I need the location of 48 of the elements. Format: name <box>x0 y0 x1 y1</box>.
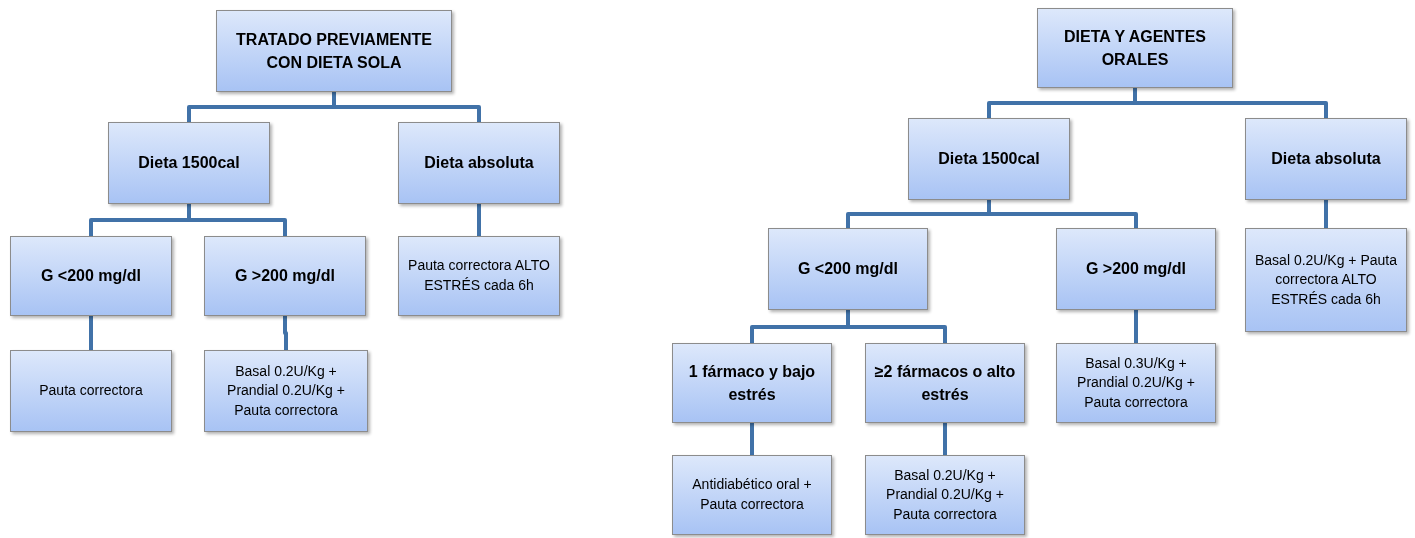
box-text: Dieta absoluta <box>424 153 534 174</box>
box-text: DIETA Y AGENTES ORALES <box>1063 26 1207 70</box>
box-text: G <200 mg/dl <box>797 259 898 280</box>
process-box <box>908 118 1070 200</box>
box-text: Dieta 1500cal <box>138 153 240 174</box>
connector-line <box>750 423 754 455</box>
process-box <box>398 122 560 204</box>
process-box <box>398 236 560 316</box>
box-text: Basal 0.2U/Kg + Prandial 0.2U/Kg + Pauta correctora <box>885 465 1005 524</box>
process-box <box>865 343 1025 423</box>
box-text: G <200 mg/dl <box>40 266 141 287</box>
process-box <box>204 236 366 316</box>
box-text: Dieta absoluta <box>1271 149 1381 170</box>
box-text: Pauta correctora <box>39 381 143 401</box>
process-box <box>10 350 172 432</box>
process-box <box>1056 343 1216 423</box>
process-box <box>865 455 1025 535</box>
process-box <box>768 228 928 310</box>
connector-line <box>1134 310 1138 343</box>
box-text: Basal 0.3U/Kg + Prandial 0.2U/Kg + Pauta correctora <box>1076 353 1196 412</box>
process-box <box>204 350 368 432</box>
box-text: G >200 mg/dl <box>1085 259 1186 280</box>
box-text: Basal 0.2U/Kg + Pauta correctora ALTO ESTRÉS cada 6h <box>1253 250 1398 309</box>
connector-line <box>187 204 287 236</box>
process-box <box>1037 8 1233 88</box>
connector-line <box>477 204 481 236</box>
process-box <box>1245 228 1407 332</box>
connector-line <box>1133 88 1328 118</box>
process-box <box>672 455 832 535</box>
process-box <box>1056 228 1216 310</box>
box-text: TRATADO PREVIAMENTE CON DIETA SOLA <box>235 29 433 73</box>
process-box <box>672 343 832 423</box>
connector-line <box>89 316 93 350</box>
connector-line <box>1324 200 1328 228</box>
process-box <box>216 10 452 92</box>
box-text: Pauta correctora ALTO ESTRÉS cada 6h <box>407 256 551 295</box>
connector-line <box>283 316 288 350</box>
box-text: 1 fármaco y bajo estrés <box>687 361 817 405</box>
box-text: Antidiabético oral + Pauta correctora <box>691 475 813 514</box>
box-text: Basal 0.2U/Kg + Prandial 0.2U/Kg + Pauta correctora <box>226 361 346 420</box>
box-text: ≥2 fármacos o alto estrés <box>873 361 1017 405</box>
process-box <box>1245 118 1407 200</box>
box-text: Dieta 1500cal <box>938 149 1040 170</box>
box-text: G >200 mg/dl <box>234 266 335 287</box>
process-box <box>108 122 270 204</box>
connector-line <box>332 92 481 122</box>
process-box <box>10 236 172 316</box>
connector-line <box>943 423 947 455</box>
